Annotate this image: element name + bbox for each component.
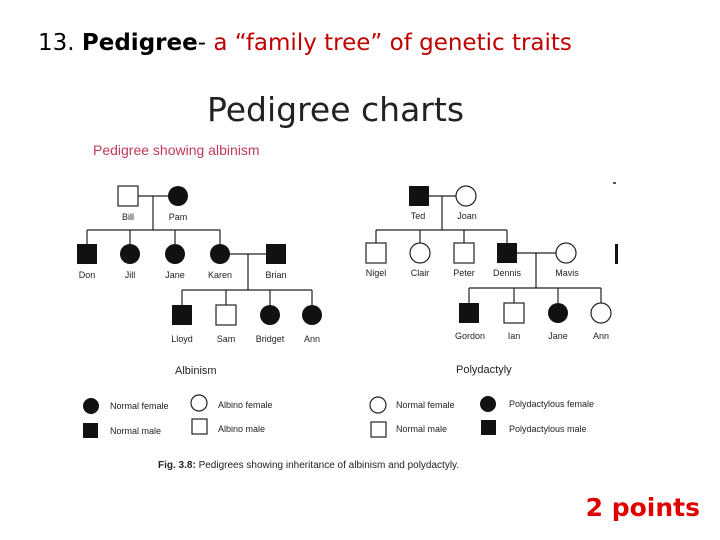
name-karen: Karen bbox=[208, 270, 232, 280]
legend-right-normal-female-symbol bbox=[369, 396, 387, 414]
name-nigel: Nigel bbox=[366, 268, 387, 278]
name-pam: Pam bbox=[169, 212, 188, 222]
name-bridget: Bridget bbox=[256, 334, 285, 344]
label-albinism: Albinism bbox=[175, 365, 217, 377]
caption-text: Pedigrees showing inheritance of albinis… bbox=[196, 460, 459, 471]
slide-heading: 13. Pedigree- a “family tree” of genetic… bbox=[38, 30, 572, 56]
symbol-joan-normal-female bbox=[455, 185, 477, 207]
legend-right-normal-male-symbol bbox=[370, 421, 387, 438]
legend-albino-male-text: Albino male bbox=[218, 424, 265, 434]
legend-albino-male-symbol bbox=[191, 418, 208, 435]
symbol-bridget-normal-female bbox=[260, 305, 280, 325]
name-bill: Bill bbox=[122, 212, 134, 222]
caption-fig-number: Fig. 3.8: bbox=[158, 460, 196, 471]
symbol-brian-normal-male bbox=[266, 244, 286, 264]
symbol-jane-normal-female bbox=[165, 244, 185, 264]
symbol-dennis-poly-male bbox=[497, 243, 517, 263]
legend-albino-female-symbol bbox=[190, 394, 208, 412]
name-clair: Clair bbox=[411, 268, 430, 278]
symbol-ann-normal-female bbox=[302, 305, 322, 325]
pedigree-lines bbox=[86, 195, 602, 305]
term-dash: - bbox=[197, 30, 207, 56]
symbol-lloyd-normal-male bbox=[172, 305, 192, 325]
name-lloyd: Lloyd bbox=[171, 334, 193, 344]
name-ian: Ian bbox=[508, 331, 521, 341]
symbol-pam-normal-female bbox=[168, 186, 188, 206]
legend-right-normal-female-text: Normal female bbox=[396, 400, 455, 410]
name-don: Don bbox=[79, 270, 96, 280]
symbol-mavis-normal-female bbox=[555, 242, 577, 264]
symbol-ted-poly-male bbox=[409, 186, 429, 206]
legend-right-normal-male-text: Normal male bbox=[396, 424, 447, 434]
name-ann: Ann bbox=[304, 334, 320, 344]
name-ann-right: Ann bbox=[593, 331, 609, 341]
name-jane: Jane bbox=[165, 270, 185, 280]
legend-poly-male-text: Polydactylous male bbox=[509, 424, 587, 434]
name-dennis: Dennis bbox=[493, 268, 522, 278]
symbol-peter-normal-male bbox=[453, 242, 475, 264]
symbol-ann-normal-female bbox=[590, 302, 612, 324]
name-sam: Sam bbox=[217, 334, 236, 344]
legend-poly-female-symbol bbox=[480, 396, 496, 412]
symbol-jane-poly-female bbox=[548, 303, 568, 323]
slide-number: 13. bbox=[38, 30, 75, 56]
legend-normal-male-text: Normal male bbox=[110, 426, 161, 436]
legend-normal-female-text: Normal female bbox=[110, 401, 169, 411]
symbol-don-normal-male bbox=[77, 244, 97, 264]
subtitle-text: Pedigree charts bbox=[207, 90, 465, 129]
panel-title: Pedigree showing albinism bbox=[93, 142, 260, 158]
figure-caption: Fig. 3.8: Pedigrees showing inheritance … bbox=[158, 460, 459, 471]
name-jill: Jill bbox=[125, 270, 136, 280]
legend-poly-male-symbol bbox=[481, 420, 496, 435]
legend-albino-female-text: Albino female bbox=[218, 400, 273, 410]
points-label: 2 points bbox=[585, 493, 700, 522]
symbol-clair-normal-female bbox=[409, 242, 431, 264]
name-ted: Ted bbox=[411, 211, 426, 221]
edge-mark bbox=[615, 244, 618, 264]
symbol-nigel-normal-male bbox=[365, 242, 387, 264]
label-polydactyly: Polydactyly bbox=[456, 364, 512, 376]
term-pedigree: Pedigree bbox=[81, 30, 198, 56]
symbol-sam-albino-male bbox=[215, 304, 237, 326]
edge-dot bbox=[613, 182, 616, 184]
name-jane-right: Jane bbox=[548, 331, 568, 341]
name-peter: Peter bbox=[453, 268, 475, 278]
name-brian: Brian bbox=[265, 270, 286, 280]
symbol-bill-normal-male bbox=[117, 185, 139, 207]
name-gordon: Gordon bbox=[455, 331, 485, 341]
symbol-jill-normal-female bbox=[120, 244, 140, 264]
symbol-ian-normal-male bbox=[503, 302, 525, 324]
symbol-karen-normal-female bbox=[210, 244, 230, 264]
name-joan: Joan bbox=[457, 211, 477, 221]
symbol-gordon-poly-male bbox=[459, 303, 479, 323]
term-definition: a “family tree” of genetic traits bbox=[206, 30, 572, 56]
legend-poly-female-text: Polydactylous female bbox=[509, 399, 594, 409]
legend-normal-male-symbol bbox=[83, 423, 98, 438]
name-mavis: Mavis bbox=[555, 268, 579, 278]
legend-normal-female-symbol bbox=[83, 398, 99, 414]
